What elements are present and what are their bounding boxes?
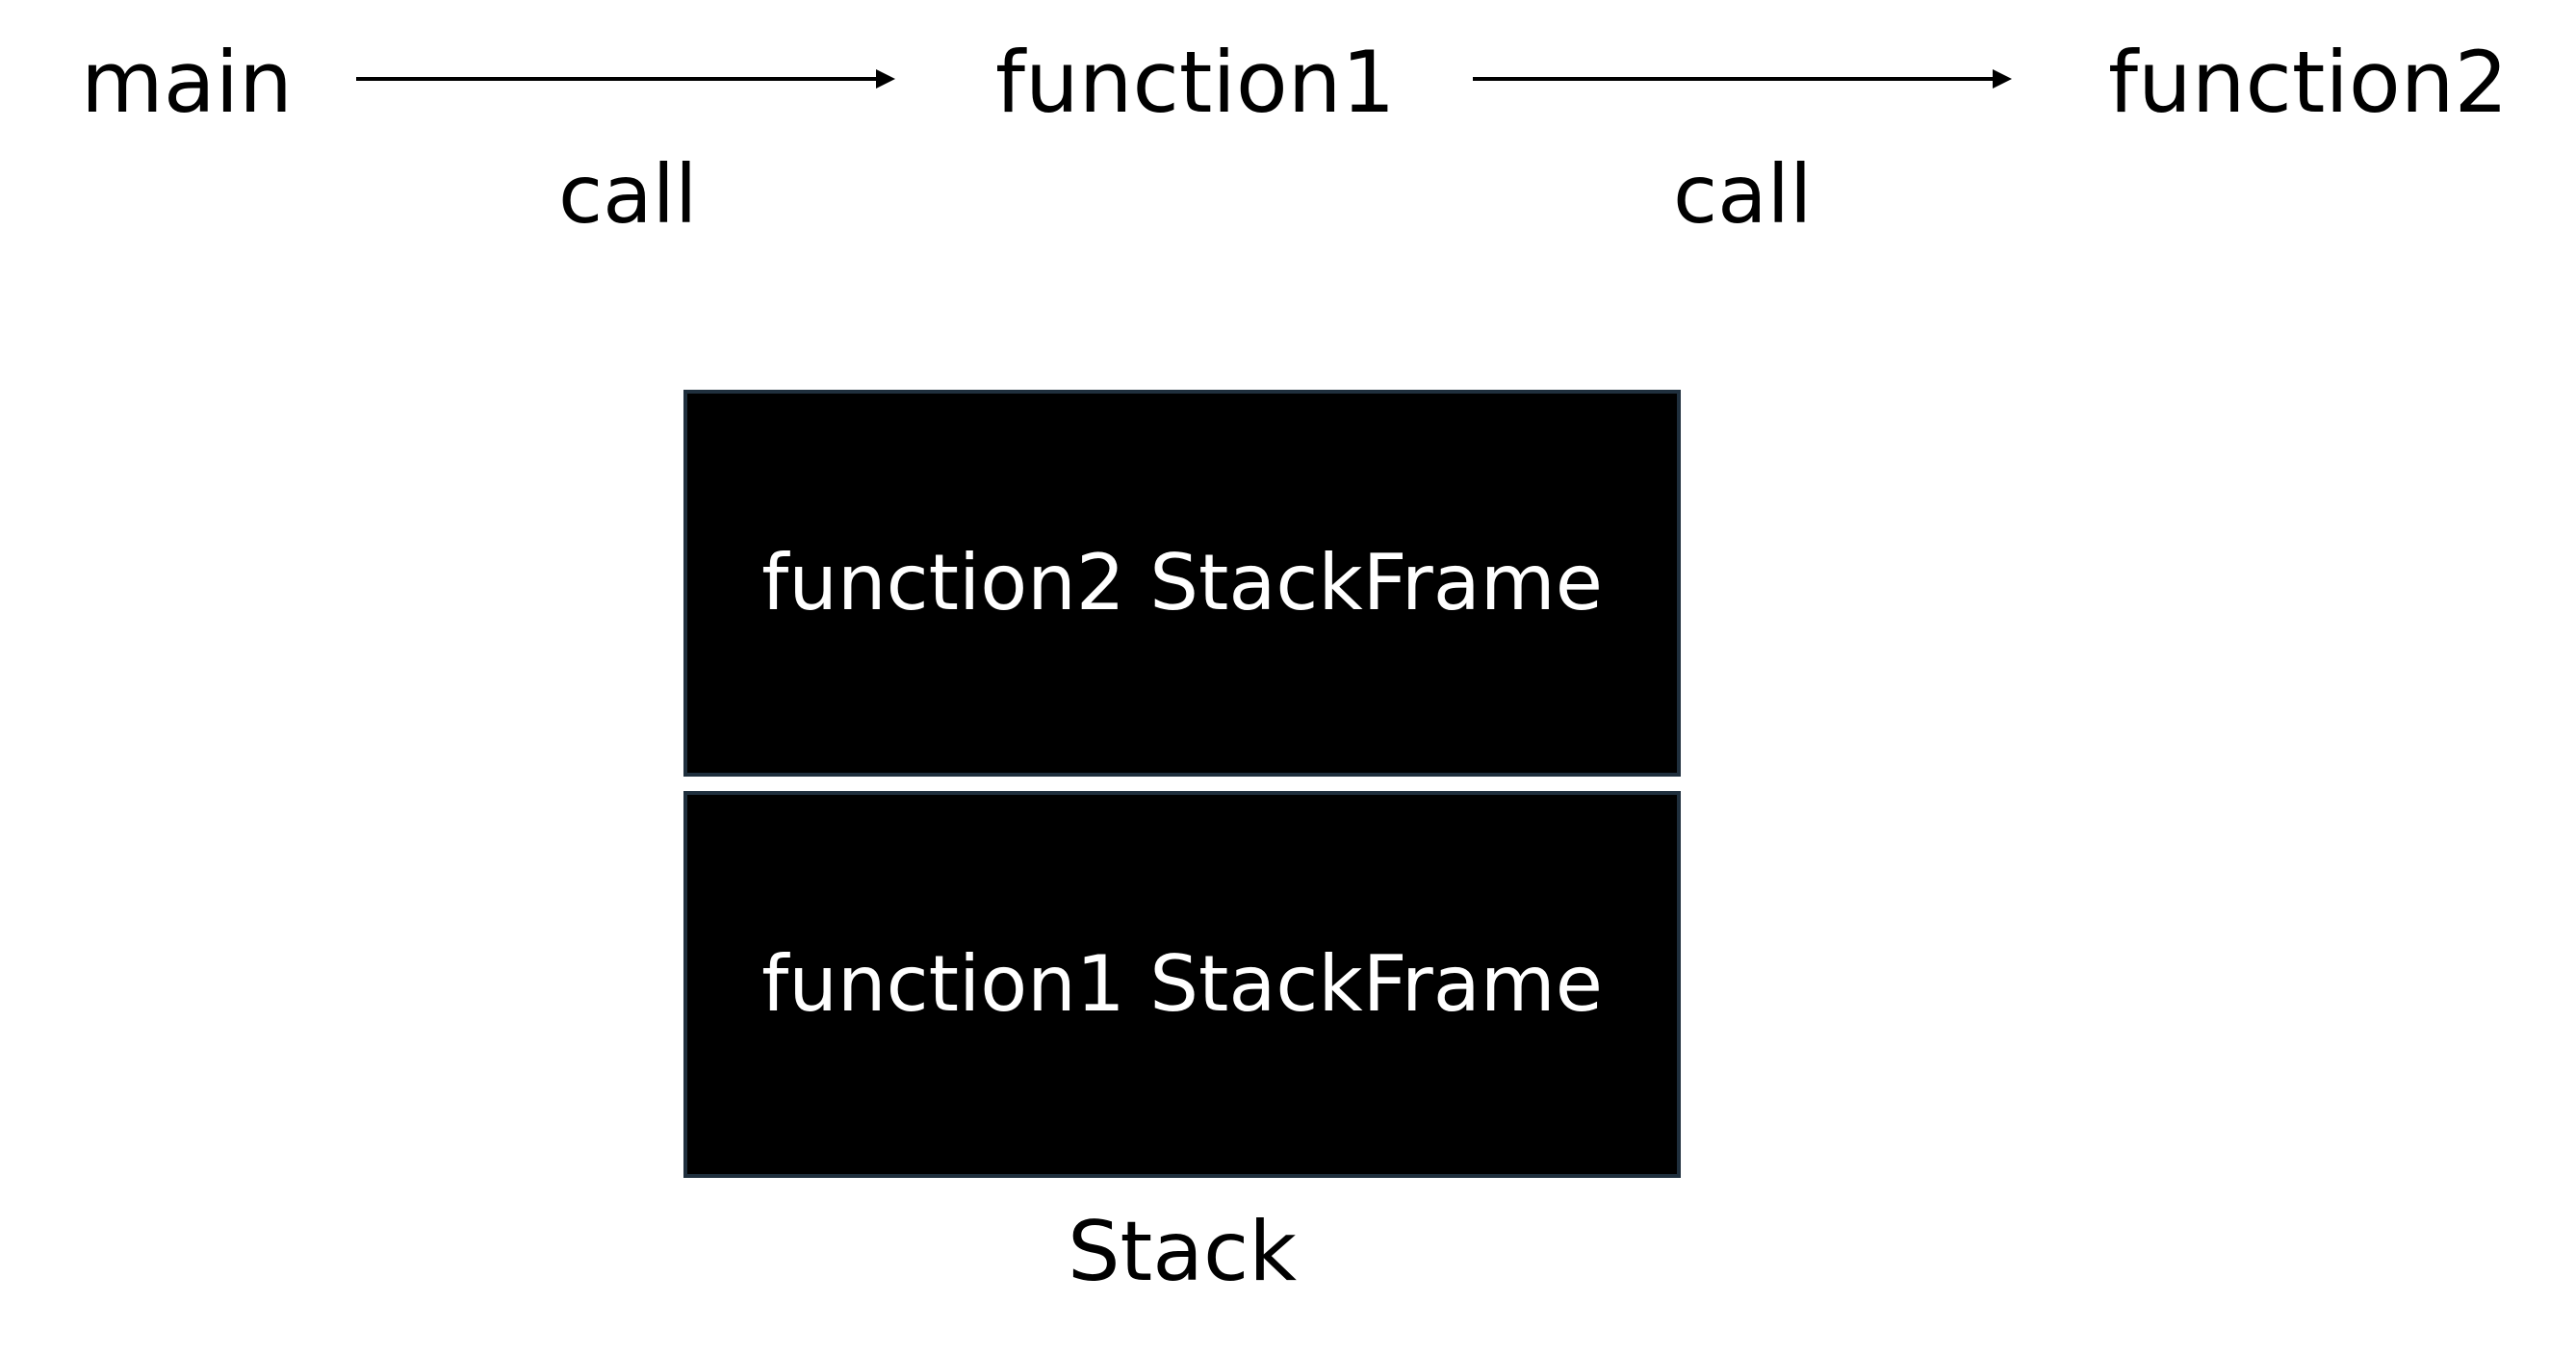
call-label-2: call (1673, 147, 1813, 242)
stack-frame-label: function1 StackFrame (761, 939, 1603, 1029)
call-arrow-1 (356, 69, 895, 89)
stack-frame-function1: function1 StackFrame (683, 791, 1681, 1178)
stack-frame-function2: function2 StackFrame (683, 390, 1681, 777)
node-function2: function2 (2108, 33, 2509, 132)
stack-caption: Stack (1067, 1204, 1298, 1300)
stack-frame-label: function2 StackFrame (761, 538, 1603, 627)
call-label-1: call (558, 147, 698, 242)
node-main: main (81, 33, 293, 132)
node-function1: function1 (995, 33, 1396, 132)
call-arrow-2 (1473, 69, 2012, 89)
